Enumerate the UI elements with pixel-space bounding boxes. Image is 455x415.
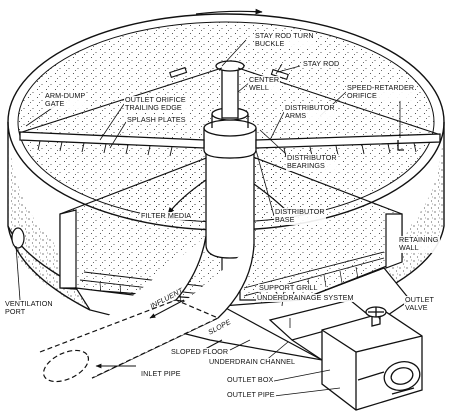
label-distributor-arms: DISTRIBUTOR ARMS [284, 103, 336, 121]
label-line: PORT [5, 307, 26, 317]
label-line: DISTRIBUTOR [285, 103, 335, 112]
label-line: STAY ROD TURN [255, 31, 314, 40]
label-line: OUTLET ORIFICE [125, 95, 186, 104]
label-line: WALL [399, 243, 419, 253]
outlet-structure [321, 306, 423, 411]
label-line: ARMS [285, 111, 307, 121]
label-line: BEARINGS [287, 161, 325, 171]
label-line: WELL [249, 83, 269, 93]
label-line: CENTER [249, 75, 280, 84]
label-line: OUTLET [405, 295, 434, 304]
label-line: ORIFICE [347, 91, 377, 101]
label-outlet-pipe: OUTLET PIPE [226, 390, 276, 400]
label-splash-plates: SPLASH PLATES [126, 115, 187, 125]
distributor-assembly [203, 60, 257, 159]
label-line: GATE [45, 99, 65, 109]
label-stay-rod-turn-buckle: STAY ROD TURN BUCKLE [254, 31, 315, 49]
label-line: SPEED-RETARDER [347, 83, 415, 92]
label-inlet-pipe: INLET PIPE [140, 369, 182, 379]
inlet-pipe [39, 299, 220, 383]
label-line: DISTRIBUTOR [275, 207, 325, 216]
label-stay-rod: STAY ROD [302, 59, 341, 69]
label-line: BASE [275, 215, 295, 225]
label-support-grill: SUPPORT GRILL [258, 283, 319, 293]
label-center-well: CENTER WELL [248, 75, 281, 93]
label-distributor-base: DISTRIBUTOR BASE [274, 207, 326, 225]
label-retaining-wall: RETAINING WALL [398, 235, 440, 253]
label-outlet-orifice-trailing-edge: OUTLET ORIFICE TRAILING EDGE [124, 95, 187, 113]
ventilation-port [11, 227, 25, 249]
label-underdrain-channel: UNDERDRAIN CHANNEL [208, 357, 297, 367]
label-line: VALVE [405, 303, 428, 313]
label-sloped-floor: SLOPED FLOOR [170, 347, 230, 357]
label-outlet-box: OUTLET BOX [226, 375, 275, 385]
label-line: ARM-DUMP [45, 91, 86, 100]
label-line: DISTRIBUTOR [287, 153, 337, 162]
label-outlet-valve: OUTLET VALVE [404, 295, 435, 313]
label-distributor-bearings: DISTRIBUTOR BEARINGS [286, 153, 338, 171]
label-arm-dump-gate: ARM-DUMP GATE [44, 91, 87, 109]
label-ventilation-port: VENTILATION PORT [4, 299, 54, 317]
label-underdrainage-system: UNDERDRAINAGE SYSTEM [256, 293, 355, 303]
distributor-arms [19, 131, 441, 158]
label-filter-media: FILTER MEDIA [140, 211, 193, 221]
label-line: VENTILATION [5, 299, 53, 308]
label-line: TRAILING EDGE [125, 103, 182, 113]
label-line: RETAINING [399, 235, 439, 244]
label-line: BUCKLE [255, 39, 285, 49]
label-speed-retarder-orifice: SPEED-RETARDER ORIFICE [346, 83, 416, 101]
